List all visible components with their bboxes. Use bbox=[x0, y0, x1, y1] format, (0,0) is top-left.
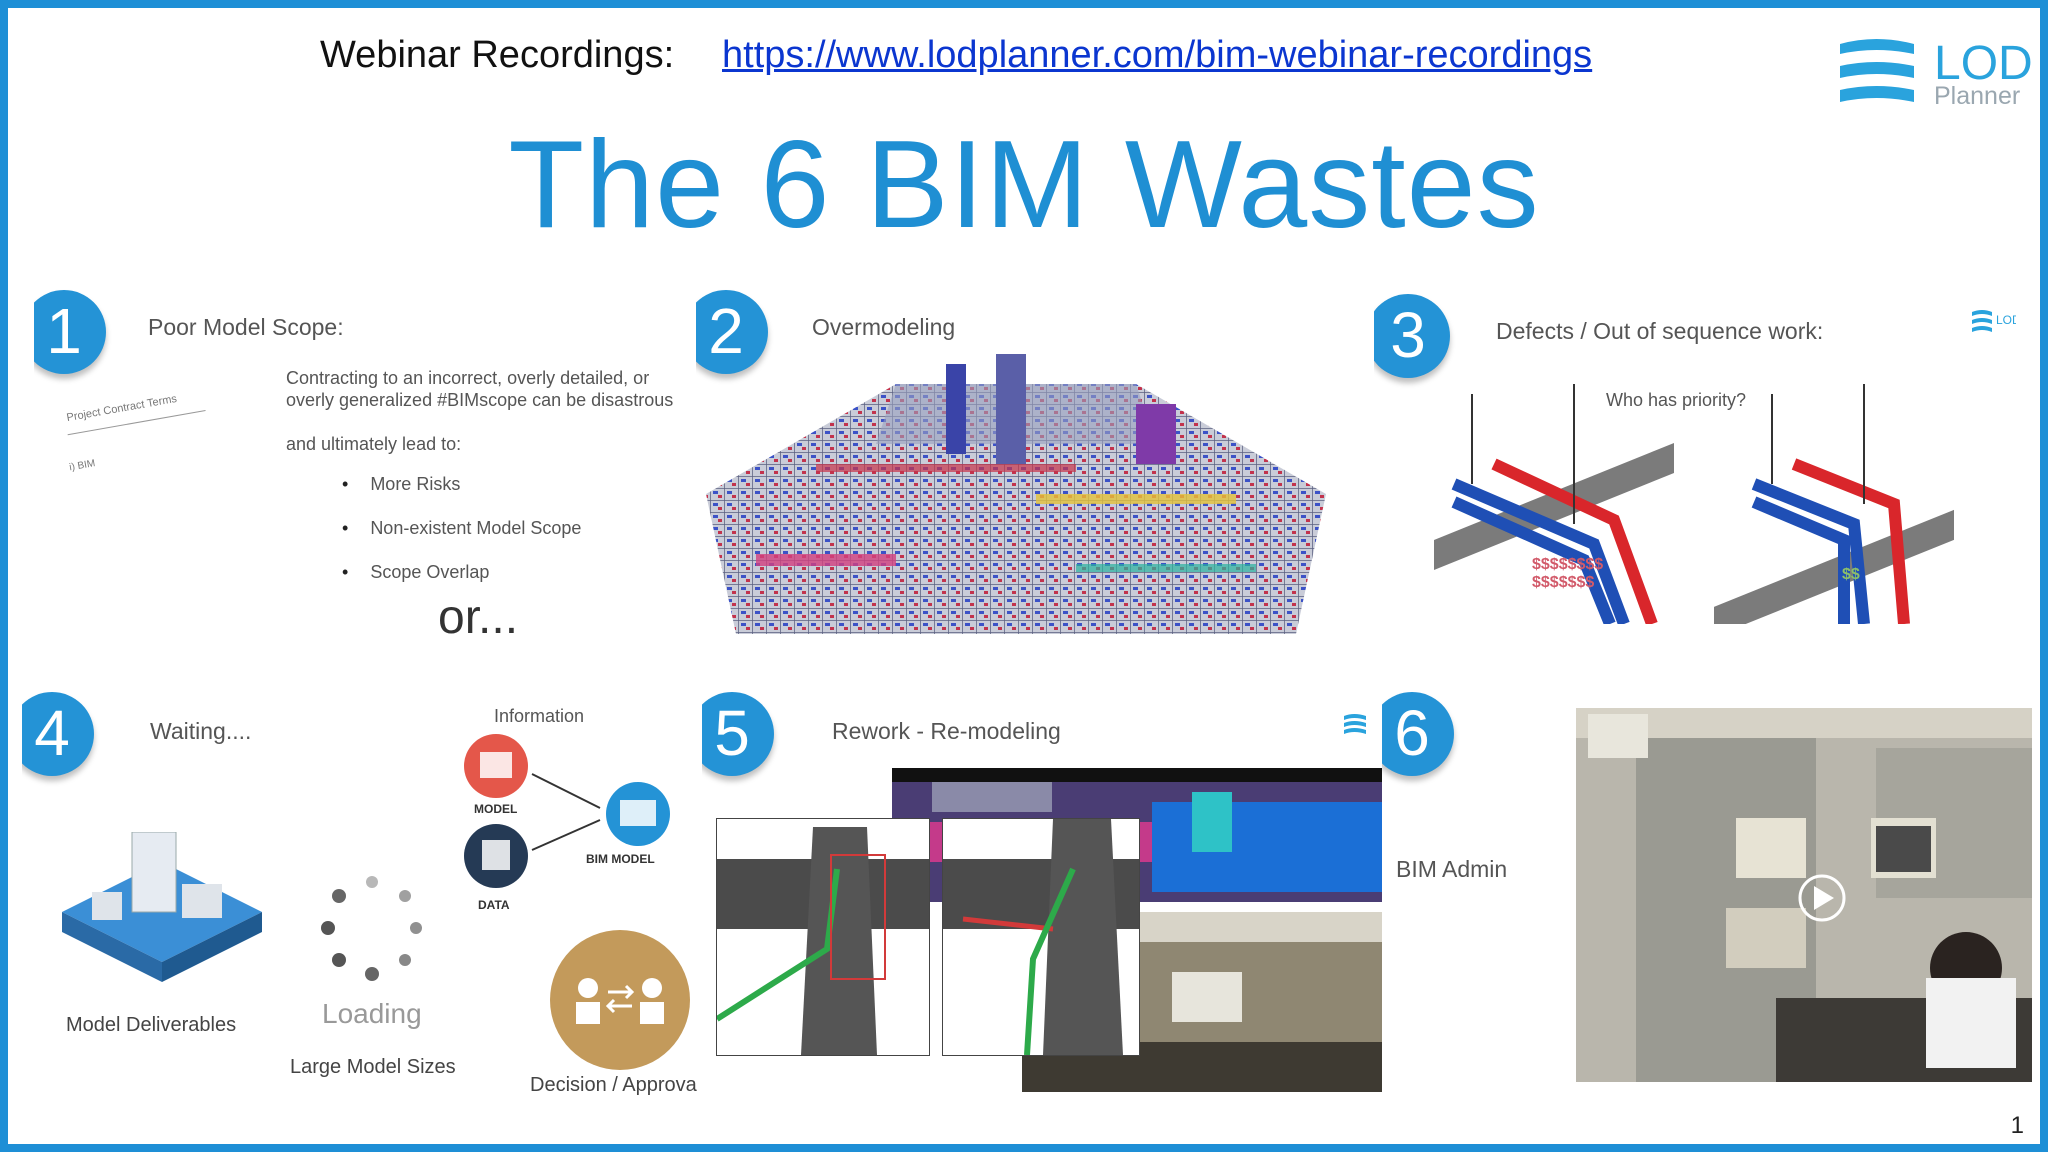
panel-overmodeling: 2 Overmodeling bbox=[696, 284, 1336, 644]
logo-lod-text: LOD bbox=[1934, 37, 2033, 90]
panel-title: Poor Model Scope: bbox=[148, 314, 344, 340]
panel-bim-admin: 6 BIM Admin bbox=[1382, 692, 2032, 1102]
panel-poor-model-scope: 1 Poor Model Scope: Project Contract Ter… bbox=[34, 284, 694, 664]
panel-rework: 5 Rework - Re-modeling bbox=[702, 692, 1382, 1102]
model-deliverables-image bbox=[62, 832, 262, 982]
contract-document-image: Project Contract Terms i) BIM bbox=[56, 380, 221, 505]
bim-model-label: BIM MODEL bbox=[586, 852, 655, 866]
scope-description-line1: Contracting to an incorrect, overly deta… bbox=[286, 368, 650, 388]
decision-approval-icon bbox=[550, 930, 690, 1070]
logo-planner-text: Planner bbox=[1934, 82, 2021, 110]
panel-number-badge: 6 bbox=[1382, 692, 1454, 776]
high-cost-label-2: $$$$$$$ bbox=[1532, 574, 1595, 591]
high-cost-label: $$$$$$$$ bbox=[1532, 556, 1604, 573]
decision-approval-label: Decision / Approva bbox=[530, 1074, 697, 1096]
slide: Webinar Recordings: https://www.lodplann… bbox=[8, 8, 2040, 1144]
overmodeling-3d-model-image bbox=[706, 354, 1326, 634]
panel-number-badge: 3 bbox=[1374, 294, 1450, 378]
webinar-recordings-link[interactable]: https://www.lodplanner.com/bim-webinar-r… bbox=[722, 34, 1593, 76]
clash-detail-view-1 bbox=[715, 818, 930, 1056]
panel-title: Waiting.... bbox=[150, 718, 252, 744]
mini-logo-icon bbox=[1344, 714, 1366, 734]
model-deliverables-label: Model Deliverables bbox=[66, 1014, 237, 1036]
panel-title: BIM Admin bbox=[1396, 856, 1508, 882]
data-label: DATA bbox=[478, 898, 510, 912]
slide-title: The 6 BIM Wastes bbox=[508, 116, 1540, 254]
pipe-clash-illustration bbox=[1434, 384, 1954, 624]
svg-text:LOD: LOD bbox=[1996, 313, 2016, 327]
document-heading: Project Contract Terms bbox=[65, 392, 178, 425]
bullet-item: Non-existent Model Scope bbox=[342, 518, 581, 539]
viewport-bar bbox=[892, 768, 1382, 784]
bullet-item: More Risks bbox=[342, 474, 460, 495]
large-model-sizes-label: Large Model Sizes bbox=[290, 1056, 456, 1078]
bullet-item: Scope Overlap bbox=[342, 562, 489, 583]
clash-detail-view-2 bbox=[942, 818, 1140, 1056]
page-number: 1 bbox=[2010, 1112, 2024, 1139]
mini-logo-icon: LOD bbox=[1972, 310, 2016, 332]
information-label: Information bbox=[494, 706, 585, 726]
panel-number-badge: 1 bbox=[34, 290, 106, 374]
logo-stack-icon bbox=[1840, 39, 1914, 102]
panel-defects: 3 Defects / Out of sequence work: LOD Wh… bbox=[1374, 284, 2040, 624]
panel-number-badge: 5 bbox=[702, 692, 774, 776]
panel-waiting: 4 Waiting.... Information MODEL DATA BIM… bbox=[22, 692, 702, 1112]
panel-title: Defects / Out of sequence work: bbox=[1496, 318, 1824, 344]
priority-question: Who has priority? bbox=[1606, 390, 1747, 410]
bim-admin-video-thumbnail[interactable] bbox=[1576, 708, 2032, 1082]
lod-planner-logo: LOD Planner bbox=[1836, 34, 2036, 114]
header-label: Webinar Recordings: bbox=[320, 34, 675, 76]
panel-number-badge: 4 bbox=[22, 692, 94, 776]
loading-label: Loading bbox=[322, 998, 422, 1029]
scope-description-line2: overly generalized #BIMscope can be disa… bbox=[286, 390, 674, 410]
scope-lead-text: and ultimately lead to: bbox=[286, 434, 462, 454]
play-button-icon bbox=[1798, 874, 1846, 922]
panel-title: Rework - Re-modeling bbox=[832, 718, 1061, 744]
model-label: MODEL bbox=[474, 802, 518, 816]
or-text: or... bbox=[438, 591, 519, 644]
bim-information-diagram bbox=[464, 734, 670, 888]
panel-title: Overmodeling bbox=[812, 314, 956, 340]
low-cost-label: $$ bbox=[1842, 566, 1860, 583]
loading-spinner-icon bbox=[321, 876, 422, 981]
panel-number-badge: 2 bbox=[696, 290, 768, 374]
document-item: i) BIM bbox=[68, 458, 97, 474]
